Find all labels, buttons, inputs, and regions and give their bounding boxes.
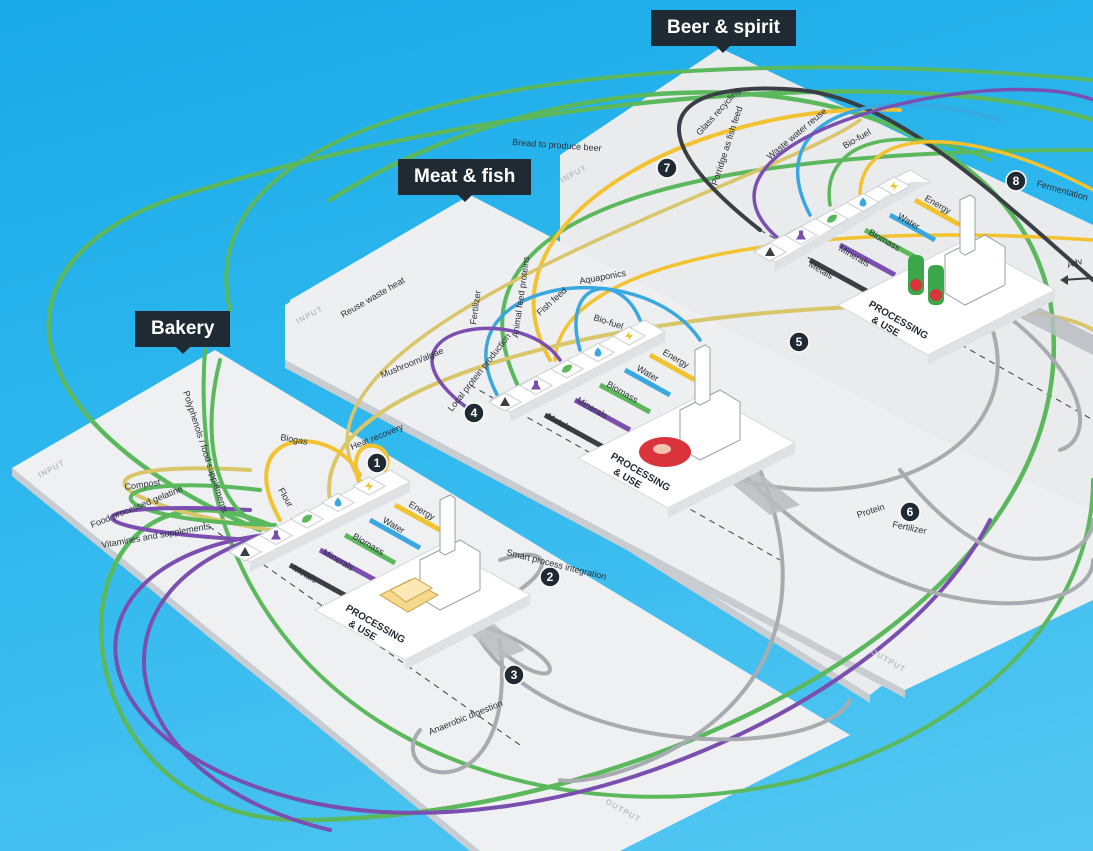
label-fertilizer-meat: Fertilizer [468, 290, 483, 326]
drop-icon [594, 347, 602, 357]
drop-icon [859, 197, 867, 207]
marker-5 [788, 331, 810, 353]
marker-3-label: 3 [511, 668, 518, 682]
drop-icon [334, 497, 342, 507]
marker-8 [1005, 170, 1027, 192]
bolt-icon [365, 481, 373, 491]
meat-fish-title: Meat & fish [398, 159, 532, 202]
marker-7 [656, 157, 678, 179]
marker-7-label: 7 [664, 161, 671, 175]
marker-2-label: 2 [547, 570, 554, 584]
marker-5-label: 5 [796, 335, 803, 349]
marker-3 [503, 664, 525, 686]
marker-1 [366, 452, 388, 474]
cross-panel-flows [46, 65, 1093, 832]
resource-tiles [227, 176, 912, 562]
triangle-icon [240, 547, 250, 556]
marker-4-label: 4 [471, 406, 478, 420]
marker-2 [539, 566, 561, 588]
leaf-icon [827, 214, 837, 223]
label-adv: Adv [1066, 256, 1084, 270]
flask-icon [271, 530, 281, 540]
bolt-icon [625, 331, 633, 341]
flask-icon [796, 230, 806, 240]
bolt-icon [890, 181, 898, 191]
leaf-icon [562, 364, 572, 373]
arrow-head-icon [1060, 275, 1068, 285]
bakery-title: Bakery [135, 311, 231, 354]
markers: 1 2 3 4 5 6 7 8 [366, 157, 1027, 686]
leaf-icon [302, 514, 312, 523]
marker-1-label: 1 [374, 456, 381, 470]
label-fermentation: Fermentation [1035, 178, 1089, 202]
triangle-icon [500, 397, 510, 406]
marker-8-label: 8 [1013, 174, 1020, 188]
marker-6 [899, 501, 921, 523]
bakery-resource-block [228, 469, 532, 670]
label-biogas: Biogas [280, 432, 309, 447]
marker-6-label: 6 [907, 505, 914, 519]
beer-spirit-title: Beer & spirit [651, 10, 796, 53]
triangle-icon [765, 247, 775, 256]
marker-4 [463, 402, 485, 424]
flask-icon [531, 380, 541, 390]
